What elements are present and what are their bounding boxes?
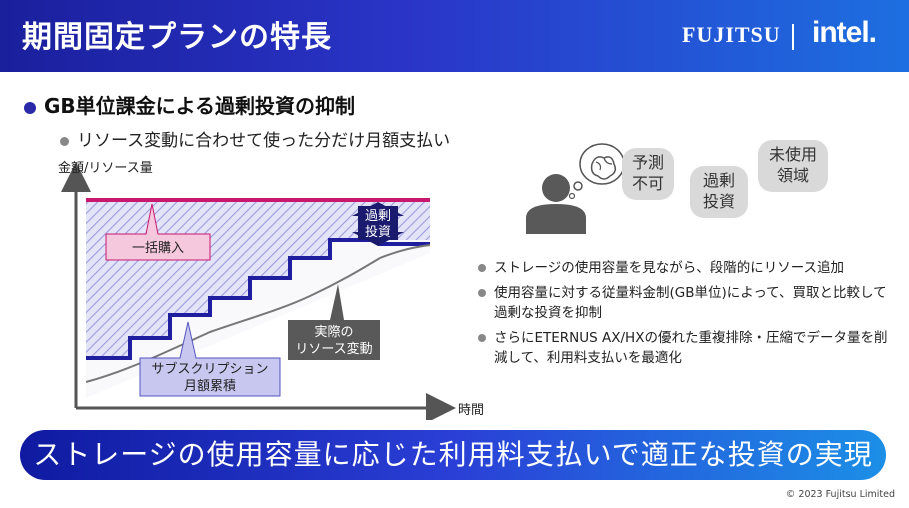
over-investment-label-2: 投資 [365, 224, 391, 240]
actual-resource-callout [288, 284, 380, 360]
bubble-over-investment-line1: 過剰 [702, 171, 735, 190]
copyright-notice: © 2023 Fujitsu Limited [785, 489, 895, 500]
list-item: ストレージの使用容量を見ながら、段階的にリソース追加 [478, 258, 898, 278]
right-bullet-list: ストレージの使用容量を見ながら、段階的にリソース追加 使用容量に対する従量料金制… [478, 258, 898, 373]
bubble-unused-line2: 領域 [776, 166, 809, 185]
bubble-unused-line1: 未使用 [768, 145, 817, 164]
header-bar: 期間固定プランの特長 FUJITSU intel. [0, 0, 909, 72]
intel-logo: intel. [812, 16, 877, 49]
list-item: 使用容量に対する従量料金制(GB単位)によって、買取と比較して過剰な投資を抑制 [478, 283, 898, 323]
list-item-text: ストレージの使用容量を見ながら、段階的にリソース追加 [494, 260, 845, 276]
logo-divider [792, 24, 794, 50]
list-item: さらにETERNUS AX/HXの優れた重複排除・圧縮でデータ量を削減して、利用… [478, 328, 898, 368]
page-title: 期間固定プランの特長 [22, 20, 332, 55]
bubble-over-investment-line2: 投資 [702, 192, 735, 211]
over-investment-label-box [358, 206, 398, 240]
y-axis-label: 金額/リソース量 [58, 160, 153, 176]
subscription-label-2: 月額累積 [184, 379, 236, 394]
bubble-unpredictable-line2: 不可 [631, 174, 664, 193]
actual-resource-label-2: リソース変動 [295, 341, 372, 357]
subscription-step-line [86, 238, 430, 360]
bubble-unused-area: 未使用 領域 [758, 140, 828, 192]
bullet-dot-icon [478, 334, 486, 342]
over-investment-label-1: 過剰 [365, 209, 391, 224]
actual-resource-curve [85, 244, 431, 383]
person-thinking-icon [526, 143, 625, 234]
list-item-text: 使用容量に対する従量料金制(GB単位)によって、買取と比較して過剰な投資を抑制 [494, 285, 887, 321]
main-bullet: GB単位課金による過剰投資の抑制 [24, 90, 355, 119]
actual-resource-label-1: 実際の [314, 324, 353, 340]
conclusion-banner: ストレージの使用容量に応じた利用料支払いで適正な投資の実現 [20, 430, 886, 480]
x-axis-label: 時間 [458, 403, 484, 418]
subscription-callout [139, 321, 281, 397]
lump-sum-label: 一括購入 [132, 241, 184, 256]
sub-bullet: リソース変動に合わせて使った分だけ月額支払い [60, 126, 450, 151]
bullet-dot-icon [478, 264, 486, 272]
bullet-dot-icon [24, 101, 36, 114]
subscription-label-1: サブスクリプション [151, 361, 268, 377]
fujitsu-logo: FUJITSU [682, 22, 781, 47]
bubble-over-investment: 過剰 投資 [690, 166, 748, 218]
bubble-unpredictable-line1: 予測 [631, 153, 664, 172]
lump-sum-callout [105, 203, 211, 261]
sub-bullet-text: リソース変動に合わせて使った分だけ月額支払い [77, 131, 451, 151]
list-item-text: さらにETERNUS AX/HXの優れた重複排除・圧縮でデータ量を削減して、利用… [494, 330, 888, 366]
bullet-dot-icon [60, 136, 69, 146]
cost-diagram: 過剰 投資 一括購入 実際の リソース変動 サブスクリプション 月額累積 金額/… [58, 160, 484, 420]
bubble-unpredictable: 予測 不可 [622, 148, 674, 200]
main-bullet-text: GB単位課金による過剰投資の抑制 [44, 94, 356, 118]
bullet-dot-icon [478, 289, 486, 297]
